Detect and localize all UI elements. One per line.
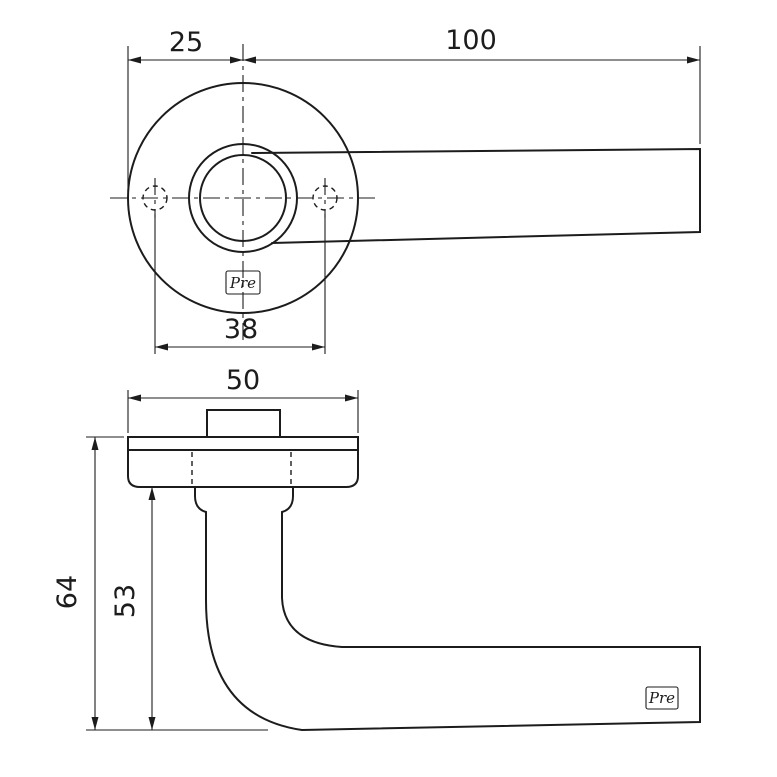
logo-text-top: Pre xyxy=(229,274,256,292)
lever-outline-top-view xyxy=(251,147,701,244)
logo-box-side xyxy=(645,686,679,710)
logo-stamp-side: Pre xyxy=(645,686,679,710)
top-view: 25 100 38 Pre xyxy=(110,25,701,354)
side-view: 50 64 53 Pre xyxy=(52,365,701,732)
logo-box-top xyxy=(225,270,261,295)
dimension-label-53: 53 xyxy=(110,584,141,618)
rose-outer-circle xyxy=(127,82,359,314)
dimension-label-50: 50 xyxy=(226,365,260,396)
dimension-label-38: 38 xyxy=(224,314,258,345)
neck-collar-circle xyxy=(188,143,298,253)
neck-circle xyxy=(199,154,287,242)
dimension-label-64: 64 xyxy=(52,575,83,609)
dimension-label-25: 25 xyxy=(169,27,203,58)
spindle-collar xyxy=(206,409,281,438)
handle-profile-outline xyxy=(194,486,701,732)
dimension-label-100: 100 xyxy=(445,25,497,56)
logo-stamp-top: Pre xyxy=(225,270,261,295)
logo-text-side: Pre xyxy=(648,689,675,707)
rose-profile xyxy=(127,436,359,488)
